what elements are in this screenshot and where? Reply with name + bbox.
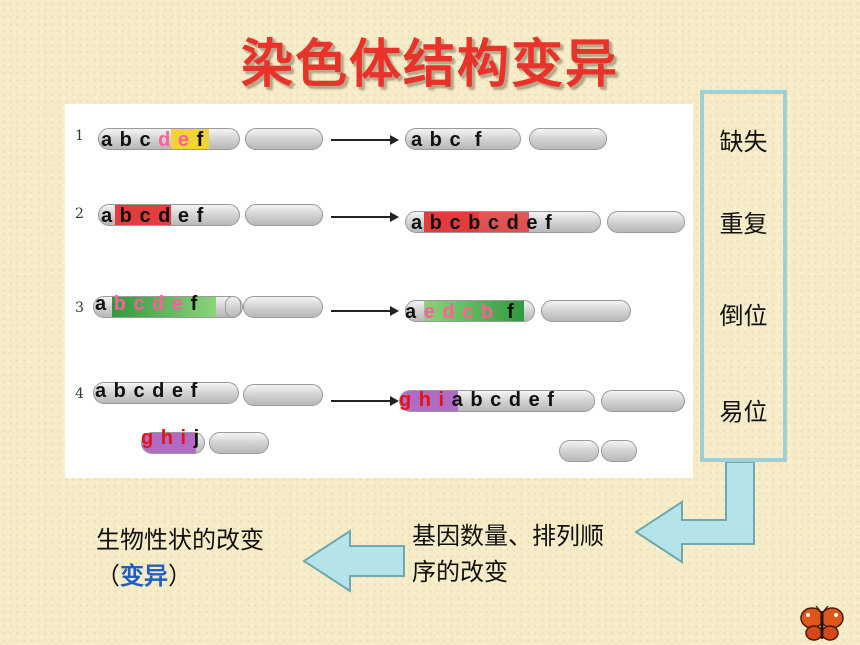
gene-label: a b c f [411, 129, 482, 152]
gene-label: a b c d e f [101, 129, 204, 152]
type-translocation: 易位 [719, 398, 768, 426]
slide-title: 染色体结构变异 [240, 35, 619, 95]
transform-arrow [331, 396, 399, 406]
gene-label: a b c d e f [95, 293, 198, 316]
chromosome-arm [529, 128, 607, 150]
gene-letters: a b c [101, 129, 159, 151]
chromosome-arm [601, 440, 637, 462]
transform-arrow [331, 306, 399, 316]
translocated-segment [400, 391, 458, 411]
gene-letters: f [494, 301, 515, 323]
chromosome-arm [93, 296, 243, 318]
gene-letters: a [405, 301, 424, 323]
effect-text-emphasis: 变异 [120, 562, 168, 590]
type-inversion: 倒位 [719, 302, 768, 330]
gene-letters: g h i [399, 389, 446, 411]
chromosome-arm [98, 204, 240, 226]
chromosome-arm [399, 390, 595, 412]
duplicated-segment [115, 205, 171, 225]
gene-label: g h i j [141, 427, 200, 450]
effect-text-post: ） [168, 562, 192, 590]
gene-letters: a b c d e f [445, 389, 555, 411]
chromosome-arm [93, 382, 239, 404]
duplicated-segment [424, 212, 479, 232]
translocated-segment [142, 433, 196, 453]
gene-label: a b c d e f [95, 380, 198, 403]
gene-letters: a b c d e f [95, 380, 199, 402]
chromosome-arm [245, 128, 323, 150]
row-number: 3 [75, 300, 84, 316]
effect-text-pre: 生物性状的改变（ [96, 526, 264, 590]
chromosome-arm [98, 128, 240, 150]
gene-letters: a b c b c d e f [411, 212, 553, 234]
chromosome-arm [245, 204, 323, 226]
gene-letters: f [184, 293, 199, 315]
deleted-segment [171, 129, 209, 149]
gene-letters: b c d e [113, 293, 185, 315]
gene-letters: d e [158, 129, 191, 151]
left-arrow [302, 529, 405, 593]
inverted-segment [112, 297, 216, 317]
row-number: 4 [75, 386, 84, 402]
gene-label: g h i a b c d e f [399, 389, 555, 412]
gene-label: a e d c b f [405, 301, 515, 324]
variation-types-box: 缺失 重复 倒位 易位 [700, 90, 787, 462]
chromosome-arm [243, 384, 323, 406]
type-deletion: 缺失 [719, 128, 768, 156]
transform-arrow [331, 212, 399, 222]
duplicated-segment [479, 212, 529, 232]
gene-label: a b c b c d e f [411, 212, 553, 235]
cause-text: 基因数量、排列顺序的改变 [412, 522, 604, 586]
bent-arrow [634, 462, 755, 564]
chromosome-arm [601, 390, 685, 412]
effect-text: 生物性状的改变（变异） [96, 522, 300, 594]
gene-letters: g h i [141, 427, 188, 449]
chromosome-arm [559, 440, 599, 462]
gene-letters: a [95, 293, 114, 315]
gene-label: a b c d e f [101, 205, 204, 228]
chromosome-arm [541, 300, 631, 322]
butterfly-icon [800, 606, 844, 641]
type-duplication: 重复 [719, 210, 768, 238]
row-number: 2 [75, 206, 84, 222]
row-number: 1 [75, 128, 84, 144]
chromosome-arm [209, 432, 269, 454]
gene-letters: f [190, 129, 205, 151]
gene-letters: e d c b [423, 301, 495, 323]
chromosome-diagram-panel: 1 a b c d e f a b c f 2 a b c d e f a b … [65, 104, 693, 478]
gene-letters: a b c f [411, 129, 483, 151]
chromosome-arm [405, 300, 535, 322]
gene-letters: j [187, 427, 201, 449]
transform-arrow [331, 135, 399, 145]
inverted-segment [424, 301, 524, 321]
centromere [225, 296, 241, 318]
chromosome-arm [405, 211, 601, 233]
gene-letters: a b c d e f [101, 205, 205, 227]
chromosome-arm [243, 296, 323, 318]
chromosome-arm [405, 128, 521, 150]
chromosome-arm [141, 432, 205, 454]
chromosome-arm [607, 211, 685, 233]
